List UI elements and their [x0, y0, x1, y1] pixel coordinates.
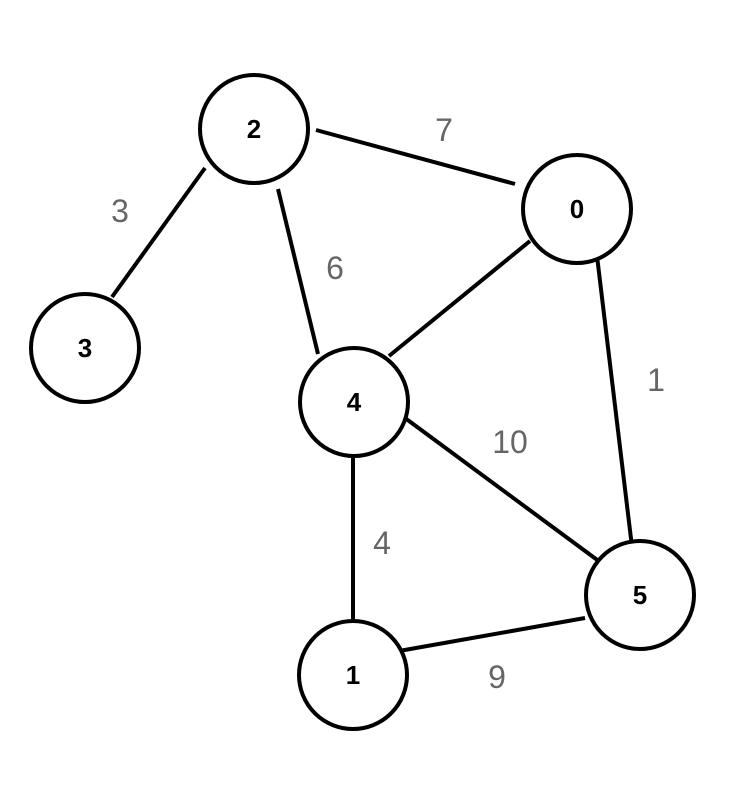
node-circle: [584, 539, 696, 651]
edge-0-5: [595, 255, 634, 548]
node-label: 0: [570, 194, 584, 224]
edge-4-5: [403, 416, 602, 564]
node-circle: [198, 73, 310, 185]
node-4: 4: [298, 346, 410, 458]
edge-0-4: [387, 239, 532, 358]
nodes-layer: 0 1 2 3 4 5: [29, 73, 696, 731]
node-circle: [298, 346, 410, 458]
edge-weight-2-0: 7: [435, 112, 453, 148]
edge-weight-2-4: 6: [326, 250, 344, 286]
node-label: 5: [633, 580, 647, 610]
node-label: 1: [346, 660, 360, 690]
edges-layer: [110, 128, 634, 653]
edge-2-3: [110, 166, 207, 299]
node-circle: [521, 153, 633, 265]
edge-weight-1-5: 9: [488, 659, 506, 695]
edge-1-5: [398, 616, 586, 653]
node-3: 3: [29, 292, 141, 404]
node-circle: [29, 292, 141, 404]
edge-weight-4-1: 4: [373, 525, 391, 561]
node-1: 1: [297, 619, 409, 731]
edge-weight-0-5: 1: [647, 362, 665, 398]
node-5: 5: [584, 539, 696, 651]
node-label: 3: [78, 333, 92, 363]
edge-2-0: [315, 128, 516, 186]
node-label: 4: [347, 387, 362, 417]
edge-weight-2-3: 3: [111, 193, 129, 229]
node-circle: [297, 619, 409, 731]
node-2: 2: [198, 73, 310, 185]
node-label: 2: [247, 114, 261, 144]
node-0: 0: [521, 153, 633, 265]
edge-2-4: [276, 188, 320, 355]
edge-weight-4-5: 10: [492, 424, 528, 460]
